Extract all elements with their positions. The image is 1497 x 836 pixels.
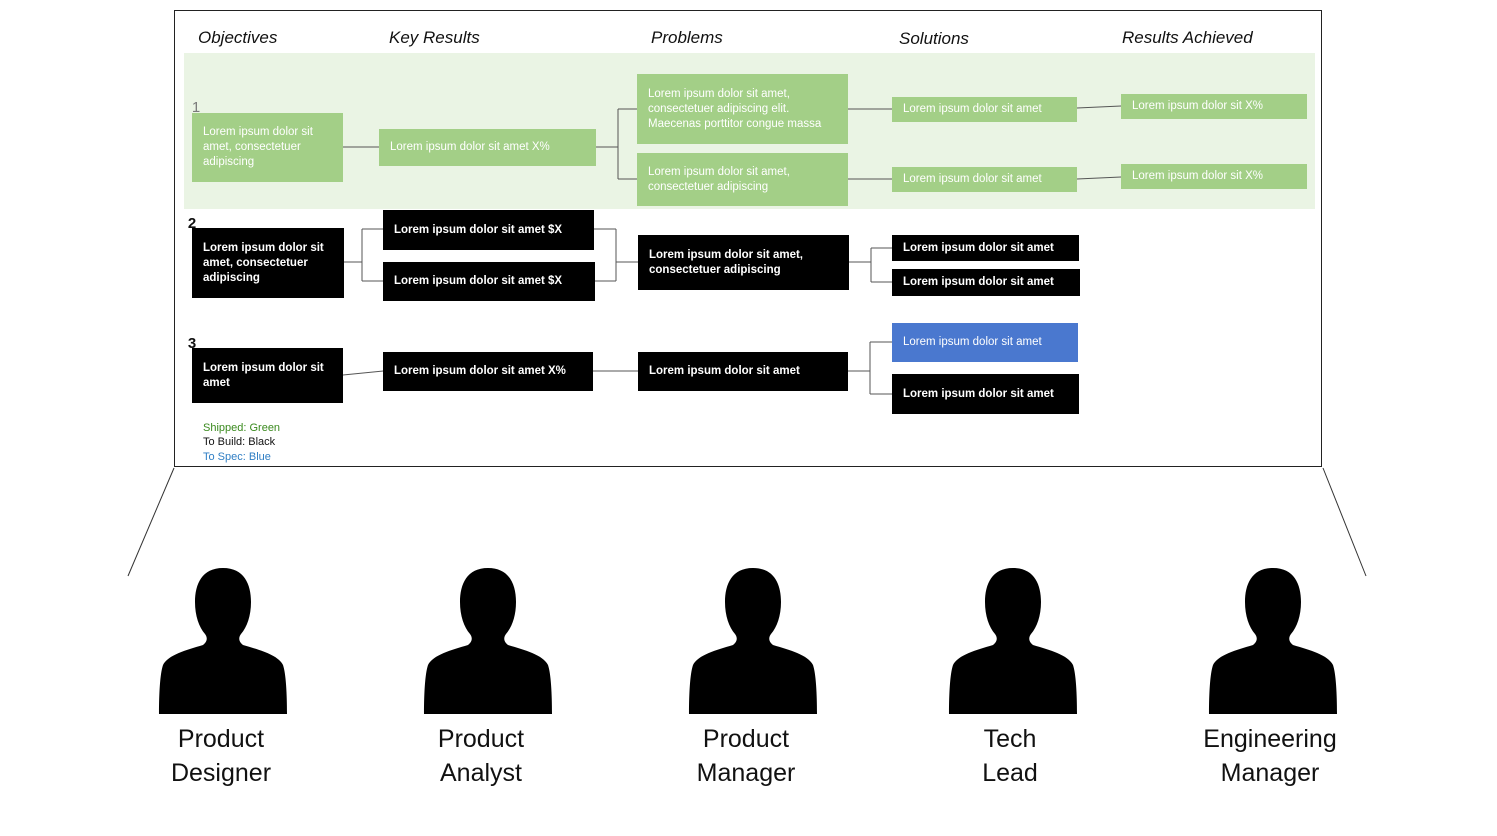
row-number-1: 1: [191, 99, 201, 116]
header-solutions: Solutions: [899, 29, 969, 48]
key-result-box-3: Lorem ipsum dolor sit amet X%: [383, 352, 593, 391]
legend-shipped: Shipped: Green: [203, 422, 281, 434]
person-silhouette-icon: [689, 568, 817, 714]
role-label-product-manager: Product Manager: [646, 722, 846, 790]
result-box-1b: Lorem ipsum dolor sit X%: [1121, 164, 1307, 189]
problem-box-1b: Lorem ipsum dolor sit amet, consectetuer…: [637, 153, 848, 206]
role-line-2: Designer: [170, 759, 272, 787]
role-label-product-designer: Product Designer: [121, 722, 321, 790]
role-line-2: Analyst: [440, 759, 522, 787]
role-line-1: Product: [437, 725, 525, 753]
solution-box-3a: Lorem ipsum dolor sit amet: [892, 323, 1078, 362]
role-line-1: Product: [177, 725, 265, 753]
solution-box-1a: Lorem ipsum dolor sit amet: [892, 97, 1077, 122]
objective-box-3: Lorem ipsum dolor sit amet: [192, 348, 343, 403]
solution-box-1b: Lorem ipsum dolor sit amet: [892, 167, 1077, 192]
role-label-product-analyst: Product Analyst: [381, 722, 581, 790]
key-result-box-2b: Lorem ipsum dolor sit amet $X: [383, 262, 595, 301]
legend-to-spec: To Spec: Blue: [203, 451, 271, 463]
role-line-1: Tech: [983, 725, 1037, 753]
problem-box-2: Lorem ipsum dolor sit amet, consectetuer…: [638, 235, 849, 290]
solution-box-2a: Lorem ipsum dolor sit amet: [892, 235, 1079, 261]
role-line-2: Lead: [982, 759, 1038, 787]
role-line-2: Manager: [1220, 759, 1320, 787]
role-label-tech-lead: Tech Lead: [910, 722, 1110, 790]
header-key-results: Key Results: [389, 28, 480, 47]
problem-box-1a: Lorem ipsum dolor sit amet, consectetuer…: [637, 74, 848, 144]
role-line-1: Engineering: [1203, 725, 1337, 753]
person-silhouette-icon: [949, 568, 1077, 714]
row-number-3: 3: [187, 335, 197, 352]
problem-box-3: Lorem ipsum dolor sit amet: [638, 352, 848, 391]
result-box-1a: Lorem ipsum dolor sit X%: [1121, 94, 1307, 119]
role-line-2: Manager: [696, 759, 796, 787]
solution-box-2b: Lorem ipsum dolor sit amet: [892, 269, 1080, 296]
header-results-achieved: Results Achieved: [1122, 28, 1253, 47]
legend-to-build: To Build: Black: [203, 436, 276, 448]
key-result-box-1: Lorem ipsum dolor sit amet X%: [379, 129, 596, 166]
person-silhouette-icon: [424, 568, 552, 714]
person-silhouette-icon: [1209, 568, 1337, 714]
header-objectives: Objectives: [198, 28, 278, 47]
key-result-box-2a: Lorem ipsum dolor sit amet $X: [383, 210, 594, 250]
row-number-2: 2: [187, 215, 197, 232]
role-line-1: Product: [702, 725, 790, 753]
objective-box-2: Lorem ipsum dolor sit amet, consectetuer…: [192, 228, 344, 298]
objective-box-1: Lorem ipsum dolor sit amet, consectetuer…: [192, 113, 343, 182]
solution-box-3b: Lorem ipsum dolor sit amet: [892, 374, 1079, 414]
header-problems: Problems: [651, 28, 723, 47]
role-label-engineering-manager: Engineering Manager: [1170, 722, 1370, 790]
person-silhouette-icon: [159, 568, 287, 714]
